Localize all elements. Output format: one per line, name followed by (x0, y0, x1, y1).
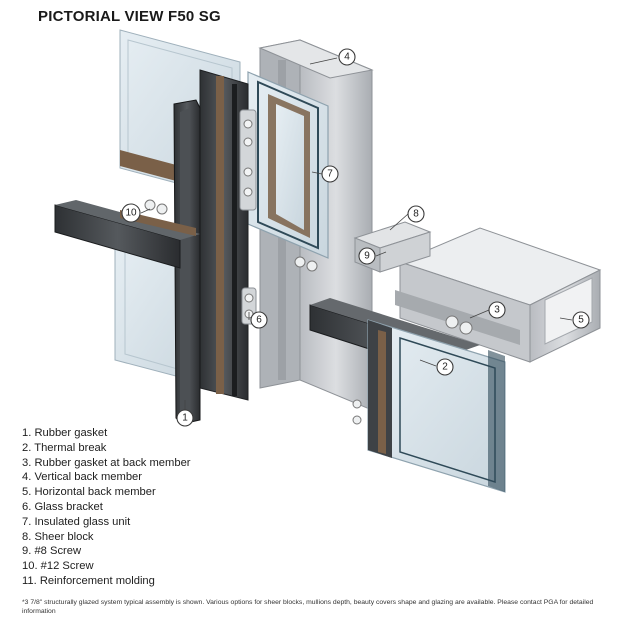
callout-9: 9 (358, 247, 376, 265)
parts-legend: 1. Rubber gasket 2. Thermal break 3. Rub… (22, 426, 191, 589)
callout-label: 7 (327, 169, 333, 180)
callout-label: 3 (494, 305, 500, 316)
callout-3: 3 (488, 301, 506, 319)
leader-lines (140, 57, 573, 410)
callout-4: 4 (338, 48, 356, 66)
glass-bracket (239, 109, 257, 325)
callout-10: 10 (121, 203, 141, 223)
callout-label: 5 (578, 315, 584, 326)
legend-item: 2. Thermal break (22, 441, 107, 454)
legend-item: 8. Sheer block (22, 530, 94, 543)
legend-item: 1. Rubber gasket (22, 427, 108, 439)
callout-5: 5 (572, 311, 590, 329)
legend-item: 11. Reinforcement molding (22, 574, 155, 587)
callout-label: 4 (344, 52, 350, 63)
callout-6: 6 (250, 311, 268, 329)
callout-1: 1 (176, 409, 194, 427)
legend-item: 7. Insulated glass unit (22, 515, 131, 528)
callout-label: 8 (413, 209, 419, 220)
legend-item: 6. Glass bracket (22, 500, 103, 513)
callout-2: 2 (436, 358, 454, 376)
lower-right-glass-unit (352, 319, 506, 493)
horizontal-screws (294, 256, 473, 335)
callout-7: 7 (321, 165, 339, 183)
callout-label: 1 (182, 413, 188, 424)
legend-item: 10. #12 Screw (22, 560, 94, 573)
rubber-gasket-cover (173, 99, 201, 425)
callout-label: 6 (256, 315, 262, 326)
legend-item: 5. Horizontal back member (22, 486, 156, 499)
callout-8: 8 (407, 205, 425, 223)
callout-label: 10 (125, 208, 137, 219)
legend-item: 3. Rubber gasket at back member (22, 456, 191, 469)
legend-item: 9. #8 Screw (22, 545, 82, 558)
mullion-cover (199, 69, 249, 401)
footnote: *3 7/8" structurally glazed system typic… (22, 599, 594, 615)
legend-item: 4. Vertical back member (22, 471, 143, 484)
diagram-title: PICTORIAL VIEW F50 SG (38, 8, 221, 25)
callout-label: 9 (364, 251, 370, 262)
insulated-glass-unit (247, 71, 329, 259)
horizontal-back-member (395, 227, 602, 363)
callout-label: 2 (442, 362, 448, 373)
